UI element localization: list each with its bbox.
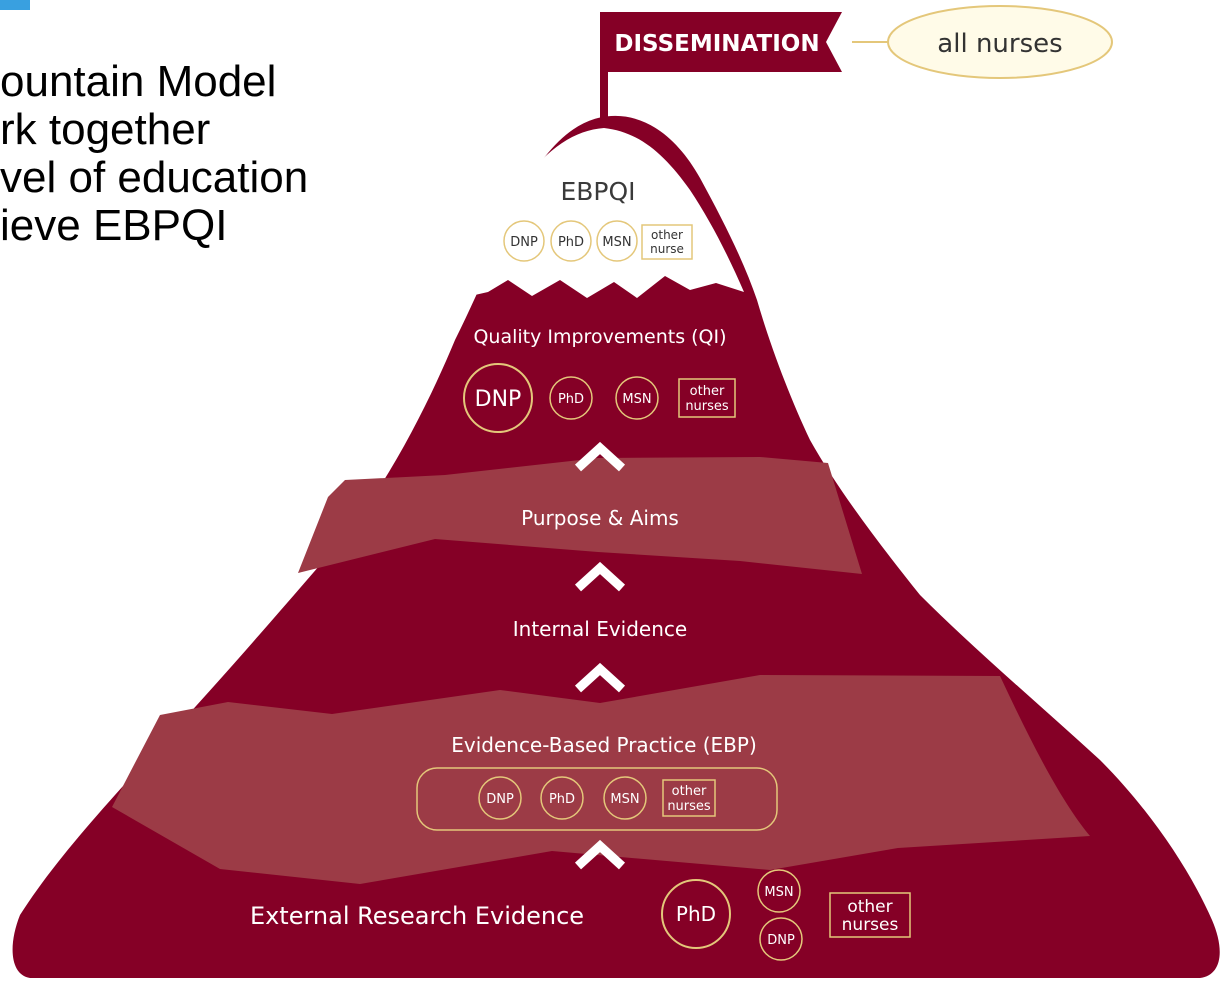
slide-text-line-1: ountain Model xyxy=(0,57,277,106)
flag-pole xyxy=(600,42,608,128)
ebp-title: Evidence-Based Practice (EBP) xyxy=(451,733,757,757)
external-other-box xyxy=(829,892,911,938)
purpose-aims-title: Purpose & Aims xyxy=(521,506,679,530)
qi-other-line2: nurses xyxy=(685,399,729,414)
qi-msn-label: MSN xyxy=(622,392,651,407)
external-msn-label: MSN xyxy=(764,885,793,900)
external-phd-badge xyxy=(661,879,731,949)
qi-dnp-label: DNP xyxy=(475,387,522,412)
summit-other-box xyxy=(641,224,693,260)
dissemination-label: DISSEMINATION xyxy=(614,31,819,57)
summit-msn-label: MSN xyxy=(602,235,631,250)
qi-phd-badge xyxy=(549,376,593,420)
all-nurses-label: all nurses xyxy=(937,29,1062,59)
ebp-msn-label: MSN xyxy=(610,792,639,807)
summit-other-line2: nurse xyxy=(650,242,684,256)
band-ebp xyxy=(112,675,1090,884)
qi-dnp-badge xyxy=(463,363,533,433)
ebp-group-frame xyxy=(416,767,778,831)
summit-dnp-badge xyxy=(503,220,545,262)
ebp-phd-badge xyxy=(540,776,584,820)
external-phd-label: PhD xyxy=(676,902,716,926)
summit-msn-badge xyxy=(596,220,638,262)
external-evidence-title: External Research Evidence xyxy=(250,902,584,930)
ebpqi-title: EBPQI xyxy=(560,177,635,206)
ebp-other-line2: nurses xyxy=(667,799,711,814)
qi-phd-label: PhD xyxy=(558,392,584,407)
summit-dnp-label: DNP xyxy=(510,235,538,250)
ebp-other-box xyxy=(662,779,716,817)
external-dnp-badge xyxy=(759,917,803,961)
slide-text-line-3: vel of education xyxy=(0,153,309,202)
all-nurses-oval xyxy=(887,5,1113,79)
qi-msn-badge xyxy=(615,376,659,420)
qi-other-box xyxy=(678,378,736,418)
chevron-up-icon xyxy=(574,561,626,592)
slide-text-line-4: ieve EBPQI xyxy=(0,201,228,250)
summit-phd-badge xyxy=(550,220,592,262)
ebp-dnp-label: DNP xyxy=(486,792,514,807)
slide-text-line-2: rk together xyxy=(0,105,211,154)
external-msn-badge xyxy=(757,869,801,913)
ebp-msn-badge xyxy=(603,776,647,820)
chevron-up-icon xyxy=(574,441,626,472)
ebp-dnp-badge xyxy=(478,776,522,820)
ebp-other-line1: other xyxy=(672,784,707,799)
qi-other-line1: other xyxy=(690,384,725,399)
ebp-phd-label: PhD xyxy=(549,792,575,807)
external-dnp-label: DNP xyxy=(767,933,795,948)
slide-text: ountain Model rk together vel of educati… xyxy=(0,58,308,250)
summit-phd-label: PhD xyxy=(558,235,584,250)
slide-corner-accent xyxy=(0,0,30,10)
qi-title: Quality Improvements (QI) xyxy=(473,326,726,348)
summit-snow xyxy=(466,128,744,298)
external-other-line2: nurses xyxy=(842,915,899,935)
summit-other-line1: other xyxy=(651,228,683,242)
dissemination-flag xyxy=(600,12,842,72)
band-purpose xyxy=(298,457,862,574)
external-other-line1: other xyxy=(847,897,892,917)
chevron-up-icon xyxy=(574,662,626,693)
chevron-up-icon xyxy=(574,839,626,870)
internal-evidence-title: Internal Evidence xyxy=(513,617,687,641)
